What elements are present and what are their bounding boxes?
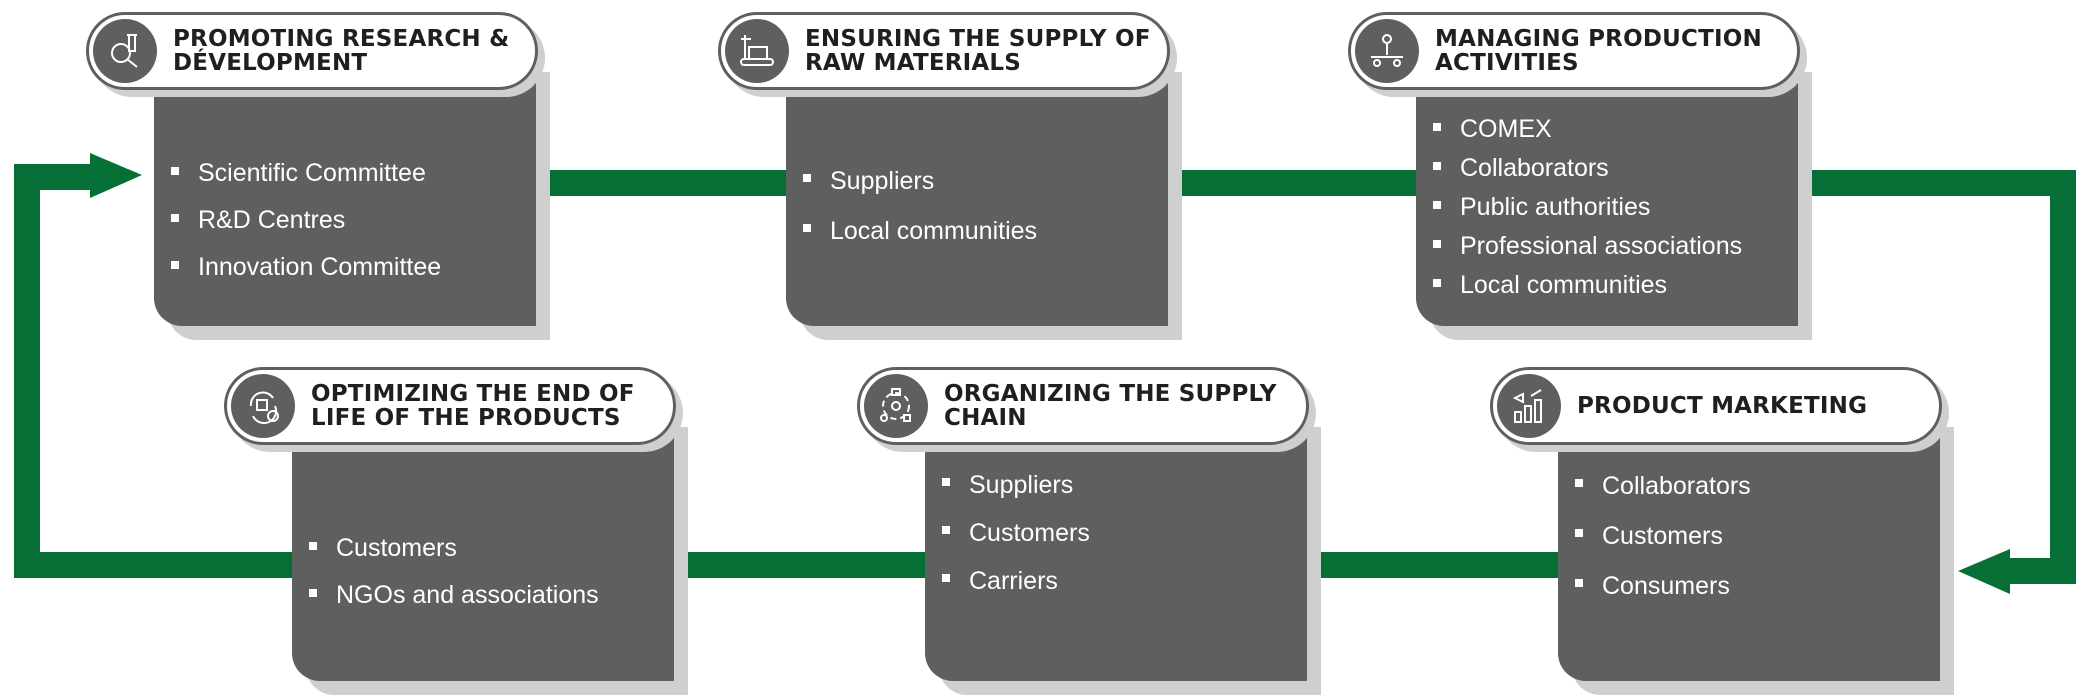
- left-return-line: [14, 164, 94, 190]
- right-arrowhead: [1958, 549, 2010, 594]
- research-flask-icon: [93, 19, 157, 83]
- top-connector-1: [530, 170, 800, 196]
- stage-title: PRODUCT MARKETING: [1577, 393, 1868, 419]
- recycle-box-icon: [231, 374, 295, 438]
- top-connector-2: [1160, 170, 1420, 196]
- list-item: Customers: [939, 509, 1090, 557]
- right-return-line: [2010, 558, 2076, 584]
- stage-title: OPTIMIZING THE END OF LIFE OF THE PRODUC…: [311, 381, 635, 431]
- list-item: Suppliers: [800, 156, 1037, 206]
- stage-title: PROMOTING RESEARCH & DÉVELOPMENT: [173, 26, 510, 76]
- list-item: Professional associations: [1430, 227, 1742, 266]
- list-item: Local communities: [800, 206, 1037, 256]
- list-item: Scientific Committee: [168, 150, 441, 197]
- stage-title: ENSURING THE SUPPLY OF RAW MATERIALS: [805, 26, 1151, 76]
- left-vertical-line: [14, 164, 40, 578]
- list-item: R&D Centres: [168, 197, 441, 244]
- stage-title: ORGANIZING THE SUPPLY CHAIN: [944, 381, 1277, 431]
- bottom-connector-1: [1300, 552, 1570, 578]
- list-item: Local communities: [1430, 266, 1742, 305]
- list-item: Customers: [306, 525, 599, 572]
- conveyor-supply-icon: [725, 19, 789, 83]
- list-item: Suppliers: [939, 461, 1090, 509]
- list-item: NGOs and associations: [306, 572, 599, 619]
- list-item: Collaborators: [1572, 461, 1751, 511]
- right-vertical-line: [2050, 170, 2076, 570]
- left-arrowhead: [90, 153, 142, 198]
- stage-title: MANAGING PRODUCTION ACTIVITIES: [1435, 26, 1762, 76]
- list-item: Innovation Committee: [168, 244, 441, 291]
- list-item: COMEX: [1430, 110, 1742, 149]
- list-item: Collaborators: [1430, 149, 1742, 188]
- top-connector-3: [1795, 170, 2076, 196]
- bottom-connector-3: [14, 552, 304, 578]
- marketing-chart-icon: [1497, 374, 1561, 438]
- production-worker-icon: [1355, 19, 1419, 83]
- list-item: Public authorities: [1430, 188, 1742, 227]
- bottom-connector-2: [670, 552, 940, 578]
- list-item: Customers: [1572, 511, 1751, 561]
- list-item: Consumers: [1572, 561, 1751, 611]
- supply-chain-cycle-icon: [864, 374, 928, 438]
- list-item: Carriers: [939, 557, 1090, 605]
